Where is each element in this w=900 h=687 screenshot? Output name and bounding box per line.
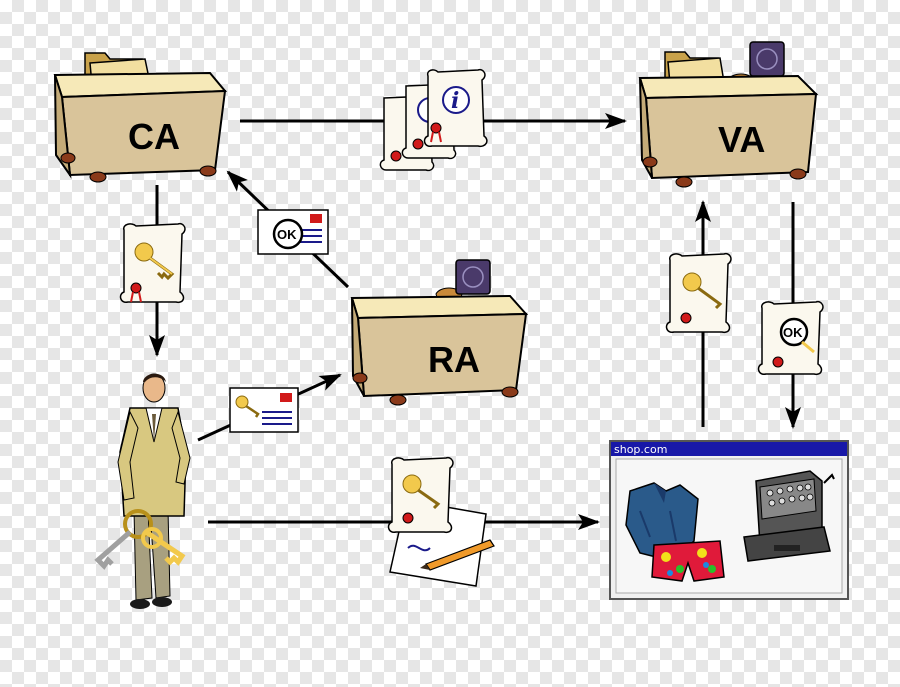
ca-desk: CA <box>53 52 228 183</box>
ca-label: CA <box>128 116 180 157</box>
signed-certificate-icon <box>387 456 495 587</box>
certificate-key-icon <box>119 222 186 304</box>
va-label: VA <box>718 119 765 160</box>
ok-badge: OK <box>783 325 803 340</box>
certificate-stack-icon: i <box>379 68 488 172</box>
ra-label: RA <box>428 339 480 380</box>
shop-window: shop.com <box>609 440 849 600</box>
key-ring-icon <box>94 509 186 570</box>
shop-window-titlebar <box>611 442 847 456</box>
shorts-icon <box>651 540 725 582</box>
info-icon: i <box>451 88 459 114</box>
ok-certificate-icon: OK <box>757 300 824 376</box>
cash-register-icon <box>743 470 835 562</box>
shirt-icon <box>625 482 699 562</box>
shop-window-title: shop.com <box>614 443 667 456</box>
va-desk: VA <box>638 41 819 188</box>
ra-desk: RA <box>350 259 529 406</box>
approval-envelope-icon: OK <box>257 209 329 255</box>
request-envelope-icon <box>229 387 299 433</box>
certificate-key-icon <box>665 252 732 334</box>
user-figure <box>94 373 191 609</box>
ok-badge: OK <box>277 227 297 242</box>
ok-stamp-icon <box>435 259 491 301</box>
